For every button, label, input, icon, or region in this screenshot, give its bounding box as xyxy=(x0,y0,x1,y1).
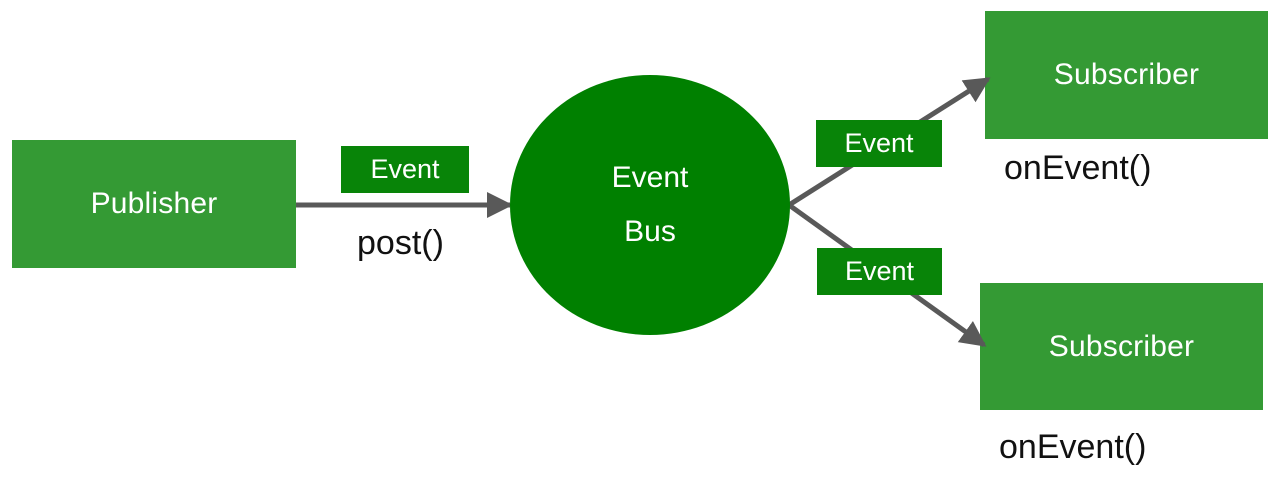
event-bus-label-line2: Bus xyxy=(624,215,676,248)
on-event-top-label: onEvent() xyxy=(1004,149,1152,187)
event-bus-node: Event Bus xyxy=(510,75,790,335)
event-tag-upper: Event xyxy=(816,120,942,167)
post-method-label: post() xyxy=(357,224,444,262)
subscriber-top-node: Subscriber xyxy=(985,11,1268,139)
on-event-bottom-label: onEvent() xyxy=(999,428,1147,466)
event-bus-label-line1: Event xyxy=(611,161,689,194)
subscriber-bottom-label: Subscriber xyxy=(1048,329,1195,363)
publisher-label: Publisher xyxy=(90,187,218,220)
event-tag-upper-label: Event xyxy=(844,128,914,158)
publisher-node: Publisher xyxy=(12,140,296,268)
subscriber-top-label: Subscriber xyxy=(1053,58,1200,91)
event-tag-post: Event xyxy=(341,146,469,193)
event-tag-post-label: Event xyxy=(370,154,440,184)
event-tag-lower-label: Event xyxy=(844,256,915,286)
subscriber-bottom-node: Subscriber xyxy=(980,283,1263,410)
event-tag-lower: Event xyxy=(817,248,942,295)
